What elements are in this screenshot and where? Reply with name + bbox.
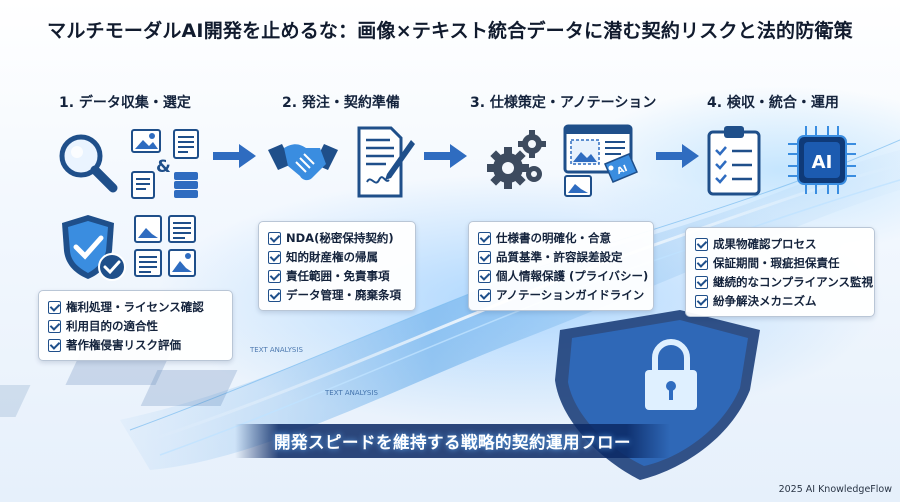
shield-check-icon bbox=[62, 215, 126, 281]
bottom-banner: 開発スピードを維持する戦略的契約運用フロー bbox=[235, 424, 670, 458]
checkbox-icon bbox=[478, 289, 491, 302]
list-item-text: データ管理・廃棄条項 bbox=[286, 288, 401, 302]
step-4-title: 4. 検収・統合・運用 bbox=[707, 95, 839, 111]
list-item: 知的財産権の帰属 bbox=[268, 248, 407, 267]
list-item: 継続的なコンプライアンス監視 bbox=[695, 273, 873, 292]
contract-pen-icon bbox=[357, 126, 415, 198]
checkbox-icon bbox=[268, 270, 281, 283]
checkbox-icon bbox=[48, 320, 61, 333]
list-item-text: 個人情報保護 (プライバシー) bbox=[496, 269, 649, 283]
checkbox-icon bbox=[695, 257, 708, 270]
list-item: 権利処理・ライセンス確認 bbox=[48, 298, 224, 317]
list-item-text: 成果物確認プロセス bbox=[713, 237, 817, 251]
gears-icon bbox=[487, 130, 546, 189]
checklist-clipboard-icon bbox=[707, 126, 761, 196]
list-item-text: 責任範囲・免責事項 bbox=[286, 269, 390, 283]
step-2-title: 2. 発注・契約準備 bbox=[282, 95, 400, 111]
list-item-text: アノテーションガイドライン bbox=[496, 288, 645, 302]
list-item: 保証期間・瑕疵担保責任 bbox=[695, 254, 866, 273]
list-item: データ管理・廃棄条項 bbox=[268, 286, 407, 305]
arrow-right-icon-2 bbox=[424, 144, 467, 168]
handshake-icon bbox=[268, 144, 338, 181]
step-1-card: 権利処理・ライセンス確認 利用目的の適合性 著作権侵害リスク評価 bbox=[38, 290, 233, 361]
checkbox-icon bbox=[478, 270, 491, 283]
list-item-text: NDA(秘密保持契約) bbox=[286, 231, 394, 245]
checkbox-icon bbox=[478, 251, 491, 264]
checkbox-icon bbox=[478, 232, 491, 245]
list-item: 成果物確認プロセス bbox=[695, 235, 866, 254]
list-item: 著作権侵害リスク評価 bbox=[48, 336, 224, 355]
list-item-text: 仕様書の明確化・合意 bbox=[496, 231, 611, 245]
list-item: アノテーションガイドライン bbox=[478, 286, 645, 305]
banner-text: 開発スピードを維持する戦略的契約運用フロー bbox=[274, 433, 631, 452]
list-item-text: 品質基準・許容誤差設定 bbox=[496, 250, 623, 264]
arrow-right-icon-3 bbox=[656, 144, 699, 168]
list-item: 紛争解決メカニズム bbox=[695, 292, 866, 311]
arrow-right-icon-1 bbox=[213, 144, 256, 168]
list-item: 責任範囲・免責事項 bbox=[268, 267, 407, 286]
checkbox-icon bbox=[48, 301, 61, 314]
merge-symbol: & bbox=[156, 157, 171, 177]
annotation-image-icon: AI bbox=[563, 124, 638, 197]
step-3-card: 仕様書の明確化・合意 品質基準・許容誤差設定 個人情報保護 (プライバシー) ア… bbox=[468, 221, 654, 311]
list-item-text: 継続的なコンプライアンス監視 bbox=[713, 275, 873, 289]
step-1-title: 1. データ収集・選定 bbox=[59, 95, 191, 111]
list-item-text: 著作権侵害リスク評価 bbox=[66, 338, 181, 352]
checkbox-icon bbox=[695, 295, 708, 308]
list-item-text: 利用目的の適合性 bbox=[66, 319, 158, 333]
checkbox-icon bbox=[268, 232, 281, 245]
step-2-card: NDA(秘密保持契約) 知的財産権の帰属 責任範囲・免責事項 データ管理・廃棄条… bbox=[258, 221, 416, 311]
list-item: 仕様書の明確化・合意 bbox=[478, 229, 645, 248]
list-item-text: 紛争解決メカニズム bbox=[713, 294, 817, 308]
image-text-merge-icon: & bbox=[131, 129, 199, 199]
footer-credit: 2025 AI KnowledgeFlow bbox=[778, 484, 892, 495]
checkbox-icon bbox=[695, 238, 708, 251]
list-item-text: 権利処理・ライセンス確認 bbox=[66, 300, 204, 314]
ai-chip-label: AI bbox=[812, 152, 833, 173]
magnifier-icon bbox=[59, 134, 118, 193]
ai-chip-icon: AI bbox=[788, 126, 856, 194]
checkbox-icon bbox=[268, 251, 281, 264]
list-item: 個人情報保護 (プライバシー) bbox=[478, 267, 649, 286]
list-item: 利用目的の適合性 bbox=[48, 317, 224, 336]
image-grid-icon bbox=[134, 215, 196, 277]
checkbox-icon bbox=[48, 339, 61, 352]
list-item-text: 知的財産権の帰属 bbox=[286, 250, 378, 264]
list-item: 品質基準・許容誤差設定 bbox=[478, 248, 645, 267]
checkbox-icon bbox=[695, 276, 708, 289]
list-item: NDA(秘密保持契約) bbox=[268, 229, 407, 248]
page-title: マルチモーダルAI開発を止めるな：画像×テキスト統合データに潜む契約リスクと法的… bbox=[47, 20, 853, 42]
ai-tag-label: AI bbox=[616, 164, 629, 177]
step-4-card: 成果物確認プロセス 保証期間・瑕疵担保責任 継続的なコンプライアンス監視 紛争解… bbox=[685, 227, 875, 317]
list-item-text: 保証期間・瑕疵担保責任 bbox=[713, 256, 840, 270]
checkbox-icon bbox=[268, 289, 281, 302]
step-3-title: 3. 仕様策定・アノテーション bbox=[470, 95, 657, 111]
